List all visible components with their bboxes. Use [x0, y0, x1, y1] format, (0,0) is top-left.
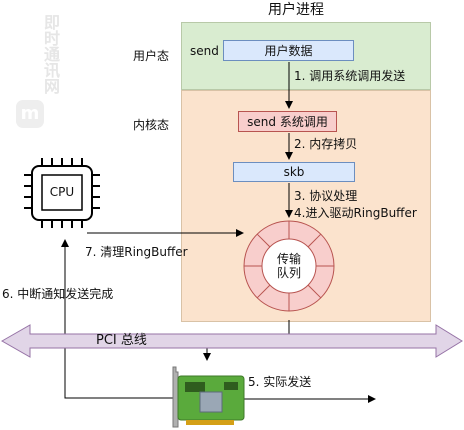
ring-buffer-icon	[243, 220, 335, 312]
step1-label: 1. 调用系统调用发送	[294, 69, 406, 83]
send-label: send	[190, 44, 219, 58]
cpu-label: CPU	[49, 185, 75, 199]
user-data-box: 用户数据	[223, 40, 354, 61]
watermark-text: 即时通讯网	[41, 14, 60, 94]
step2-label: 2. 内存拷贝	[294, 137, 358, 151]
skb-box: skb	[233, 162, 355, 182]
pci-bus-arrow	[0, 324, 463, 358]
user-mode-label: 用户态	[133, 49, 170, 63]
arrow-step6	[61, 239, 180, 399]
pci-bus-label: PCI 总线	[96, 333, 147, 348]
step4-label: 4.进入驱动RingBuffer	[294, 206, 417, 220]
step5-label: 5. 实际发送	[248, 375, 312, 389]
step3-label: 3. 协议处理	[294, 189, 358, 203]
step7-label: 7. 清理RingBuffer	[85, 245, 188, 259]
ring-buffer-label: 传输 队列	[276, 252, 301, 280]
user-process-title: 用户进程	[268, 2, 324, 18]
send-syscall-box: send 系统调用	[238, 111, 337, 132]
cpu-icon	[24, 158, 100, 228]
watermark-logo-icon: m	[16, 100, 44, 128]
network-card-icon	[172, 366, 245, 428]
kernel-mode-label: 内核态	[133, 118, 170, 132]
step6-label: 6. 中断通知发送完成	[2, 287, 114, 301]
